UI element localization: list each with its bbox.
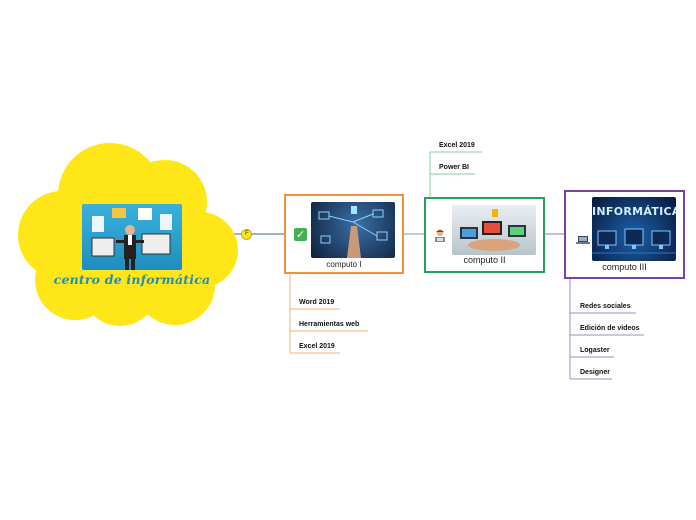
laptop-icon — [576, 232, 590, 244]
subtopic-computo-1-herramientas[interactable]: Herramientas web — [299, 321, 360, 328]
subtopic-computo-3-designer[interactable]: Designer — [580, 369, 610, 376]
connector-badge-label: F — [245, 231, 249, 237]
central-illustration — [82, 204, 182, 270]
node-computo-3[interactable]: INFORMÁTICA computo III — [564, 190, 685, 279]
computo-3-image: INFORMÁTICA — [592, 197, 676, 261]
person-at-computer-icon — [434, 229, 448, 243]
subtopic-computo-2-excel[interactable]: Excel 2019 — [439, 142, 475, 149]
central-topic[interactable] — [10, 140, 242, 330]
subtopic-computo-3-redes[interactable]: Redes sociales — [580, 303, 631, 310]
node-computo-1-label: computo I — [326, 260, 362, 269]
node-computo-1[interactable]: ✓ computo I — [284, 194, 404, 274]
node-computo-2[interactable]: computo II — [424, 197, 545, 273]
subtopic-computo-2-powerbi[interactable]: Power BI — [439, 164, 469, 171]
computo-1-image — [311, 202, 395, 258]
central-topic-title: centro de informática — [53, 272, 211, 287]
subtopic-computo-1-excel[interactable]: Excel 2019 — [299, 343, 335, 350]
connector-badge[interactable]: F — [241, 229, 252, 240]
node-computo-3-label: computo III — [602, 262, 647, 272]
subtopic-computo-3-edicion[interactable]: Edición de videos — [580, 325, 640, 332]
check-mark-icon: ✓ — [294, 228, 307, 241]
computo-3-banner: INFORMÁTICA — [592, 205, 676, 218]
subtopic-computo-1-word[interactable]: Word 2019 — [299, 299, 335, 306]
computo-2-image — [452, 205, 536, 255]
node-computo-2-label: computo II — [463, 255, 506, 265]
subtopic-computo-3-logaster[interactable]: Logaster — [580, 347, 610, 354]
